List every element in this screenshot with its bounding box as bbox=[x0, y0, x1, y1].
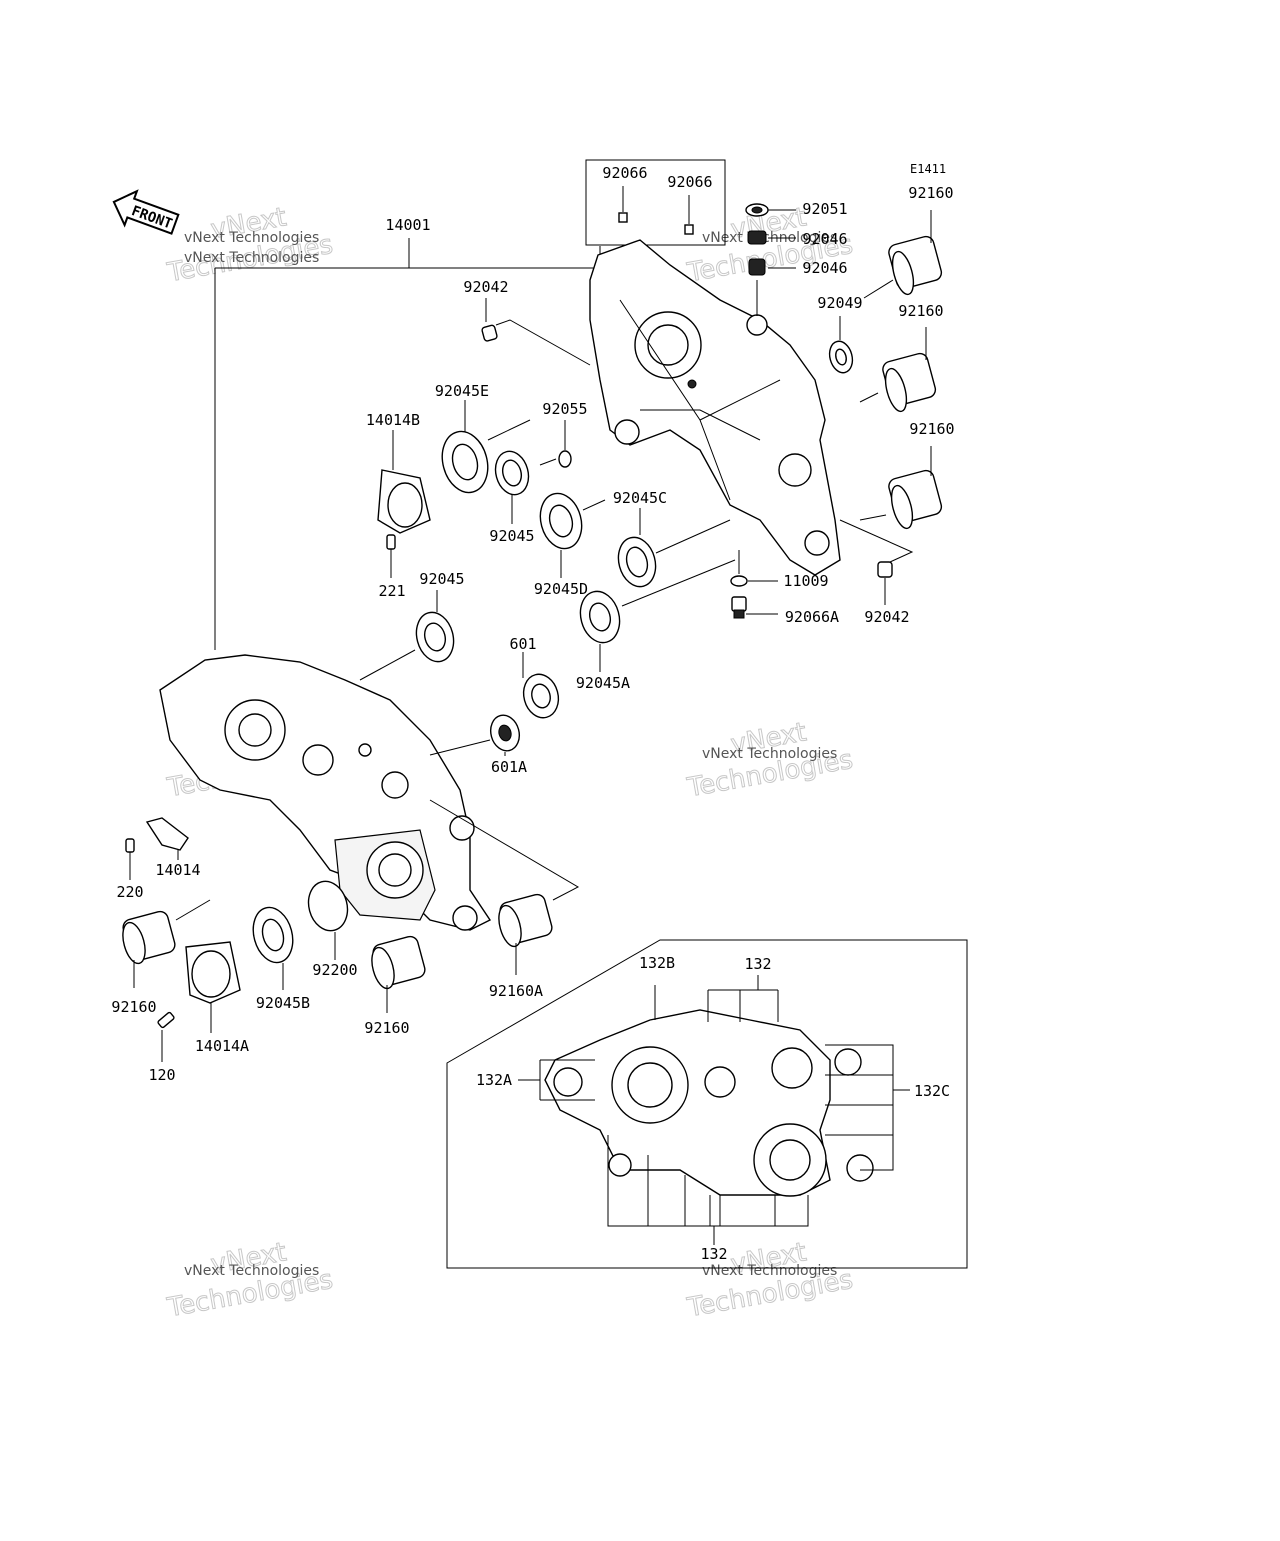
part-label: 92045B bbox=[256, 994, 310, 1012]
part-label: 14014 bbox=[155, 861, 200, 879]
part-label: 132 bbox=[744, 955, 771, 973]
part-label: 11009 bbox=[783, 572, 828, 590]
screw-120 bbox=[157, 1011, 175, 1062]
bushing-92160-left bbox=[122, 899, 211, 988]
part-label: 92042 bbox=[463, 278, 508, 296]
part-label: 601A bbox=[491, 758, 527, 776]
watermark-small: vNext Technologies bbox=[184, 250, 319, 266]
bushing-92160-top bbox=[863, 210, 943, 299]
part-label: 92066 bbox=[602, 164, 647, 182]
bushing-92160-middle bbox=[859, 327, 937, 413]
watermark-small: vNext Technologies bbox=[184, 1263, 319, 1279]
dowel-92042-bottom bbox=[839, 519, 914, 605]
part-label: 92045E bbox=[435, 382, 489, 400]
part-label: 92200 bbox=[312, 961, 357, 979]
bearing-92045C bbox=[617, 508, 731, 588]
right-crankcase-half bbox=[589, 239, 841, 576]
part-label: 92160 bbox=[908, 184, 953, 202]
bearing-92045-left bbox=[359, 590, 455, 681]
part-label: 120 bbox=[148, 1066, 175, 1084]
plug-92066A bbox=[731, 596, 778, 619]
diagram-code: E1411 bbox=[910, 162, 946, 176]
part-label: 92160 bbox=[111, 998, 156, 1016]
bearing-92049 bbox=[828, 316, 854, 374]
part-label: 92160 bbox=[898, 302, 943, 320]
screw-220 bbox=[125, 838, 135, 880]
part-label: 92160 bbox=[364, 1019, 409, 1037]
plate-14014 bbox=[145, 817, 189, 860]
part-label: 14014A bbox=[195, 1037, 249, 1055]
part-label: 92051 bbox=[802, 200, 847, 218]
part-label: 601 bbox=[509, 635, 536, 653]
part-label: 92045C bbox=[613, 489, 667, 507]
bearing-92045-upper bbox=[487, 419, 531, 524]
dowel-92066 bbox=[618, 186, 694, 235]
washer-11009 bbox=[730, 550, 778, 587]
plate-14014B bbox=[377, 430, 431, 534]
bearing-601A bbox=[429, 714, 521, 756]
part-label: 221 bbox=[378, 582, 405, 600]
part-label: 92049 bbox=[817, 294, 862, 312]
bushing-92160A bbox=[429, 799, 580, 975]
watermark-small: vNext Technologies bbox=[702, 1263, 837, 1279]
bearing-92045B bbox=[252, 906, 294, 990]
part-labels: 92066 92066 92051 92046 92046 92160 92160 92160… bbox=[111, 164, 954, 1263]
part-label: 92045A bbox=[576, 674, 630, 692]
bearing-92045D bbox=[539, 492, 606, 578]
part-label: 92045 bbox=[419, 570, 464, 588]
dowel-92042-top bbox=[481, 298, 591, 366]
bushing-92160-lower bbox=[859, 446, 943, 530]
bolt-inset bbox=[446, 939, 968, 1269]
part-label: 220 bbox=[116, 883, 143, 901]
bearing-92045E bbox=[441, 400, 489, 494]
part-label: 14001 bbox=[385, 216, 430, 234]
screw-221 bbox=[386, 534, 396, 578]
front-arrow-icon: FRONT bbox=[112, 189, 180, 235]
part-label: 92160 bbox=[909, 420, 954, 438]
part-label: 92042 bbox=[864, 608, 909, 626]
part-label: 92046 bbox=[802, 259, 847, 277]
oring-92200 bbox=[307, 880, 349, 960]
small-parts-stack bbox=[745, 203, 796, 316]
watermark-small: vNext Technologies bbox=[184, 230, 319, 246]
part-label: 132B bbox=[639, 954, 675, 972]
part-label: 92045 bbox=[489, 527, 534, 545]
part-label: 92046 bbox=[802, 230, 847, 248]
part-label: 92055 bbox=[542, 400, 587, 418]
part-label: 132 bbox=[700, 1245, 727, 1263]
part-label: 132C bbox=[914, 1082, 950, 1100]
bearing-92045A bbox=[579, 559, 736, 672]
watermark-small: vNext Technologies bbox=[702, 746, 837, 762]
part-label: 92160A bbox=[489, 982, 543, 1000]
circlip-92055 bbox=[539, 420, 572, 468]
part-label: 132A bbox=[476, 1071, 512, 1089]
part-label: 92045D bbox=[534, 580, 588, 598]
plate-14014A bbox=[185, 941, 241, 1033]
part-label: 14014B bbox=[366, 411, 420, 429]
part-label: 92066 bbox=[667, 173, 712, 191]
bearing-601 bbox=[522, 652, 560, 719]
part-label: 92066A bbox=[785, 608, 839, 626]
left-crankcase-half bbox=[159, 654, 492, 931]
bushing-92160-bottom bbox=[371, 935, 426, 1013]
